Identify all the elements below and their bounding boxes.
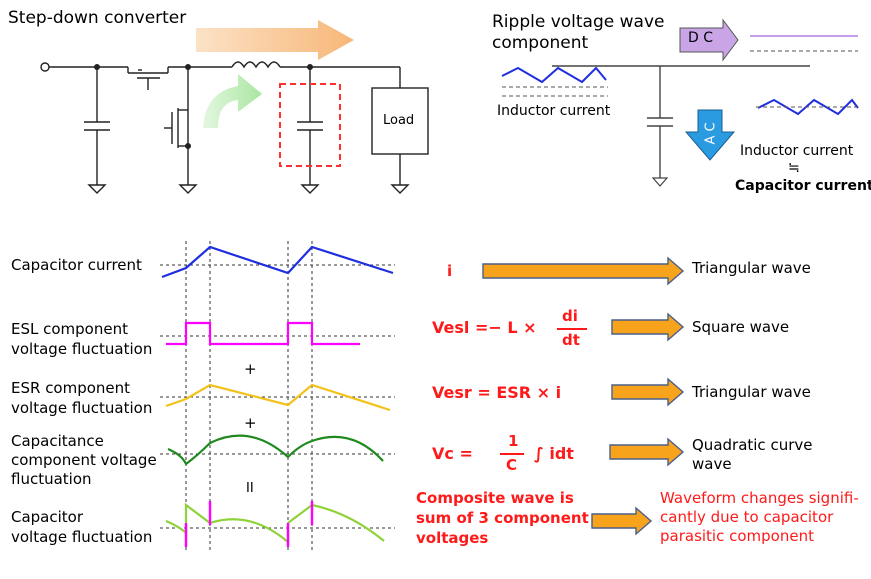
composite-note-1: Composite wave is [416, 489, 574, 507]
formula-vc-den: C [506, 456, 518, 474]
capacitance-row-label-3: fluctuation [11, 470, 92, 488]
esr-row-label-2: voltage fluctuation [11, 399, 153, 417]
ac-arrow [684, 109, 736, 161]
approx-symbol: ≒ [788, 160, 800, 176]
result-row-5-line2: cantly due to capacitor [660, 508, 834, 526]
capacitance-wave [167, 434, 384, 466]
dc-label: D C [688, 30, 714, 46]
composite-note-3: voltages [416, 529, 489, 547]
plus-operator-1: + [244, 360, 257, 378]
dc-arrow [679, 18, 739, 62]
composite-row-label-2: voltage fluctuation [11, 528, 153, 546]
result-row-3: Triangular wave [692, 383, 811, 401]
formula-vesl: Vesl =− L × [432, 318, 537, 337]
esl-row-label-2: voltage fluctuation [11, 340, 153, 358]
result-row-5-line1: Waveform changes signifi- [660, 489, 859, 507]
step-down-title: Step-down converter [8, 8, 187, 28]
result-row-4-line2: wave [692, 455, 732, 473]
formula-vesl-fraction-bar [557, 328, 587, 330]
inductor-current-label-left: Inductor current [497, 103, 611, 119]
esl-row-label-1: ESL component [11, 320, 128, 338]
load-label: Load [383, 113, 415, 128]
composite-note-2: sum of 3 component [416, 509, 589, 527]
esr-row-label-1: ESR component [11, 379, 131, 397]
arrow-row-1 [482, 256, 685, 286]
result-row-1: Triangular wave [692, 259, 811, 277]
arrow-row-3 [611, 377, 685, 407]
formula-vesr: Vesr = ESR × i [432, 383, 562, 402]
ripple-title-line1: Ripple voltage wave [492, 12, 665, 32]
power-flow-arrow [196, 20, 354, 60]
arrow-row-5 [591, 506, 653, 536]
capacitor-current-label: Capacitor current [735, 178, 871, 194]
inductor-current-wave-left [501, 66, 607, 84]
inductor-current-wave-right [757, 98, 859, 116]
result-row-2: Square wave [692, 318, 790, 336]
formula-vc-fraction-bar [500, 453, 524, 455]
arrow-row-2 [611, 312, 685, 342]
formula-vc-num: 1 [508, 432, 519, 450]
formula-vesl-num: di [562, 307, 578, 325]
result-row-4-line1: Quadratic curve [692, 436, 813, 454]
output-capacitor-highlight [279, 83, 341, 167]
capacitor-current-wave [161, 245, 394, 279]
result-row-5-line3: parasitic component [660, 527, 814, 545]
formula-i: i [447, 262, 453, 280]
arrow-row-4 [609, 437, 685, 467]
composite-row-label-1: Capacitor [11, 508, 84, 526]
plus-operator-2: + [244, 414, 257, 432]
formula-vc-integral: ∫ idt [534, 444, 574, 463]
capacitor-current-row-label: Capacitor current [11, 256, 142, 274]
formula-vesl-den: dt [562, 331, 580, 349]
waveforms [160, 241, 395, 550]
step-down-circuit [40, 20, 429, 194]
ripple-title-line2: component [492, 33, 589, 53]
capacitance-row-label-2: component voltage [11, 451, 157, 469]
esr-wave [165, 383, 391, 412]
composite-wave [165, 502, 385, 545]
capacitance-row-label-1: Capacitance [11, 432, 104, 450]
equals-operator: II [246, 481, 254, 496]
esl-wave [166, 321, 360, 346]
formula-vc: Vc = [432, 444, 473, 463]
inductor-current-label-right: Inductor current [740, 143, 854, 159]
current-flow-arrow [203, 74, 262, 128]
ripple-diagram [501, 18, 860, 187]
